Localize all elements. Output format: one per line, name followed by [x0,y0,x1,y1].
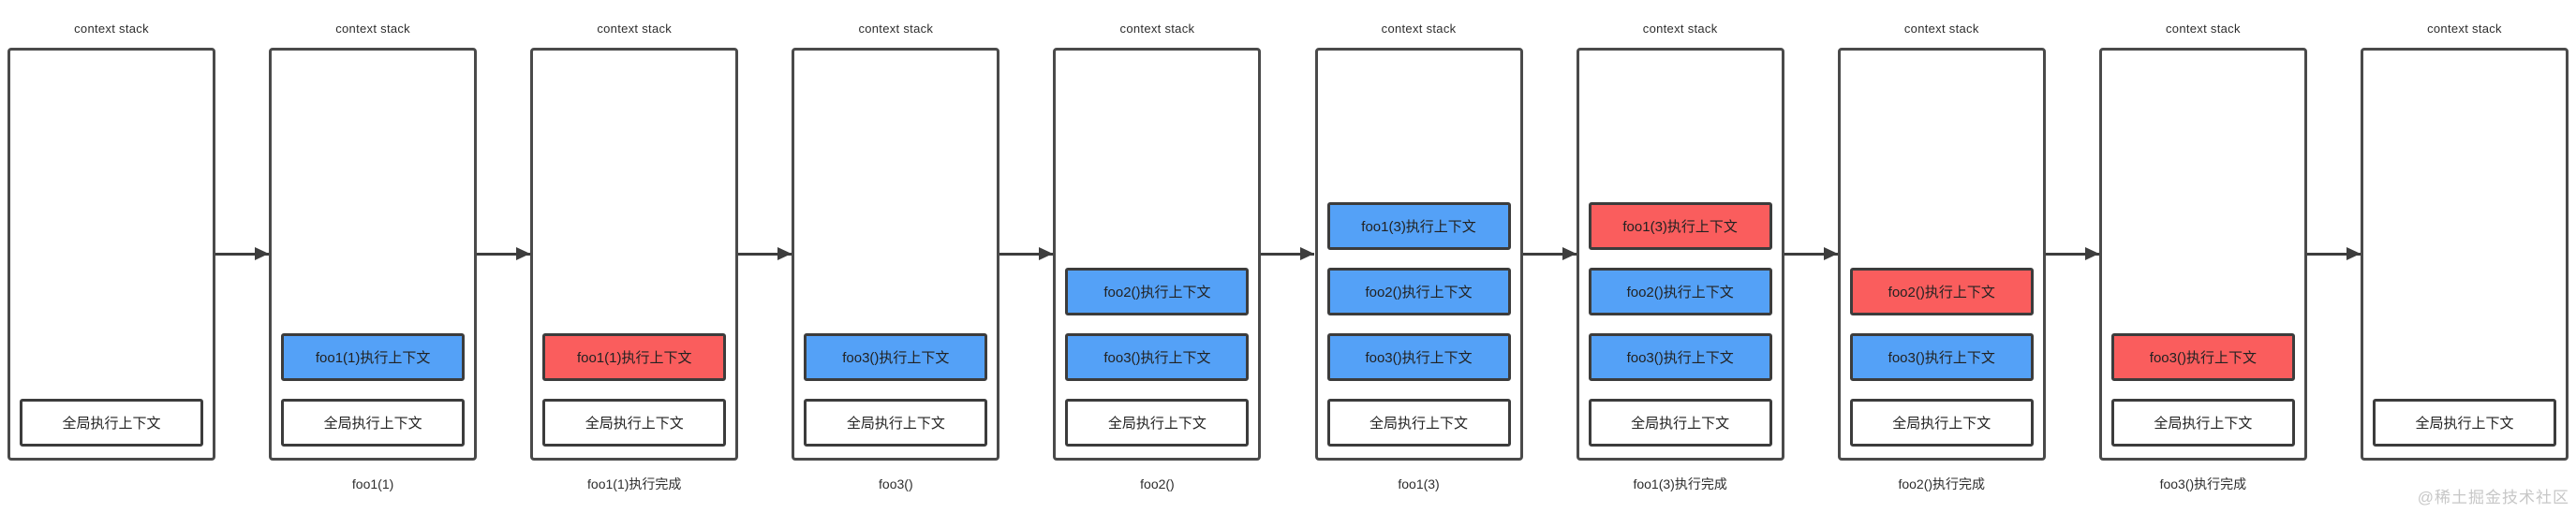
global-execution-context-box: 全局执行上下文 [1588,399,1772,447]
context-stack-container: foo1(3)执行上下文 foo2()执行上下文 foo3()执行上下文全局执行上下… [1576,48,1784,461]
frame-caption: foo1(3) [1398,476,1440,491]
arrow-right-icon [2045,247,2099,260]
function-execution-context-box: foo3()执行上下文 [1849,333,2034,381]
frame-caption: foo1(1)执行完成 [587,476,682,491]
context-stack-container: 全局执行上下文 [7,48,215,461]
arrow-right-icon [1261,247,1315,260]
stack-frame: context stack foo3()执行上下文全局执行上下文 foo3() [792,0,1054,491]
function-execution-context-box: foo3()执行上下文 [1326,333,1511,381]
global-execution-context-box: 全局执行上下文 [1065,399,1250,447]
arrow-right-icon [1522,247,1577,260]
function-execution-context-box: foo1(1)执行上下文 [542,333,727,381]
frame-title: context stack [1119,22,1195,36]
frame-title: context stack [858,22,934,36]
frame-title: context stack [2427,22,2502,36]
stack-frame: context stack 全局执行上下文 [2360,0,2569,491]
frame-caption: foo3()执行完成 [2159,476,2247,491]
arrow-right-icon [477,247,531,260]
function-execution-context-box: foo2()执行上下文 [1326,268,1511,315]
frame-caption: foo2()执行完成 [1898,476,1986,491]
context-stack-container: 全局执行上下文 [2360,48,2569,461]
stack-frame: context stack foo1(1)执行上下文全局执行上下文 foo1(1… [530,0,792,491]
global-execution-context-box: 全局执行上下文 [20,399,203,447]
watermark: @稀土掘金技术社区 [2417,489,2569,506]
context-stack-container: foo2()执行上下文 foo3()执行上下文全局执行上下文 [1053,48,1262,461]
context-stack-container: foo1(1)执行上下文全局执行上下文 [269,48,478,461]
stack-frame: context stack foo2()执行上下文 foo3()执行上下文全局执行… [1837,0,2099,491]
frame-caption: foo1(1) [351,476,394,491]
global-execution-context-box: 全局执行上下文 [2372,399,2556,447]
stack-frame: context stack foo2()执行上下文 foo3()执行上下文全局执行… [1053,0,1315,491]
function-execution-context-box: foo2()执行上下文 [1588,268,1772,315]
function-execution-context-box: foo1(3)执行上下文 [1588,202,1772,250]
frame-caption: foo2() [1140,476,1175,491]
arrow-right-icon [738,247,792,260]
arrow-right-icon [215,247,269,260]
frame-title: context stack [1642,22,1718,36]
frame-caption: foo3() [879,476,913,491]
stack-frame: context stack 全局执行上下文 [7,0,269,491]
context-stack-container: foo1(3)执行上下文 foo2()执行上下文 foo3()执行上下文全局执行上下… [1314,48,1523,461]
function-execution-context-box: foo3()执行上下文 [1588,333,1772,381]
global-execution-context-box: 全局执行上下文 [2110,399,2295,447]
global-execution-context-box: 全局执行上下文 [804,399,988,447]
frame-title: context stack [1381,22,1457,36]
context-stack-container: foo1(1)执行上下文全局执行上下文 [530,48,739,461]
frame-title: context stack [74,22,149,36]
frame-title: context stack [2165,22,2241,36]
arrow-right-icon [999,247,1054,260]
function-execution-context-box: foo1(1)执行上下文 [281,333,466,381]
context-stack-container: foo2()执行上下文 foo3()执行上下文全局执行上下文 [1837,48,2046,461]
function-execution-context-box: foo3()执行上下文 [1065,333,1250,381]
global-execution-context-box: 全局执行上下文 [1849,399,2034,447]
frame-title: context stack [335,22,410,36]
function-execution-context-box: foo3()执行上下文 [2110,333,2295,381]
stack-frame: context stack foo1(1)执行上下文全局执行上下文 foo1(1… [269,0,531,491]
frame-title: context stack [597,22,673,36]
frame-title: context stack [1903,22,1979,36]
arrow-right-icon [1784,247,1838,260]
function-execution-context-box: foo1(3)执行上下文 [1326,202,1511,250]
arrow-right-icon [2306,247,2361,260]
function-execution-context-box: foo2()执行上下文 [1065,268,1250,315]
global-execution-context-box: 全局执行上下文 [1326,399,1511,447]
context-stack-container: foo3()执行上下文全局执行上下文 [2098,48,2307,461]
function-execution-context-box: foo3()执行上下文 [804,333,988,381]
stack-frame: context stack foo3()执行上下文全局执行上下文 foo3()执… [2098,0,2361,491]
global-execution-context-box: 全局执行上下文 [542,399,727,447]
context-stack-container: foo3()执行上下文全局执行上下文 [792,48,1000,461]
global-execution-context-box: 全局执行上下文 [281,399,466,447]
function-execution-context-box: foo2()执行上下文 [1849,268,2034,315]
frame-caption: foo1(3)执行完成 [1633,476,1727,491]
